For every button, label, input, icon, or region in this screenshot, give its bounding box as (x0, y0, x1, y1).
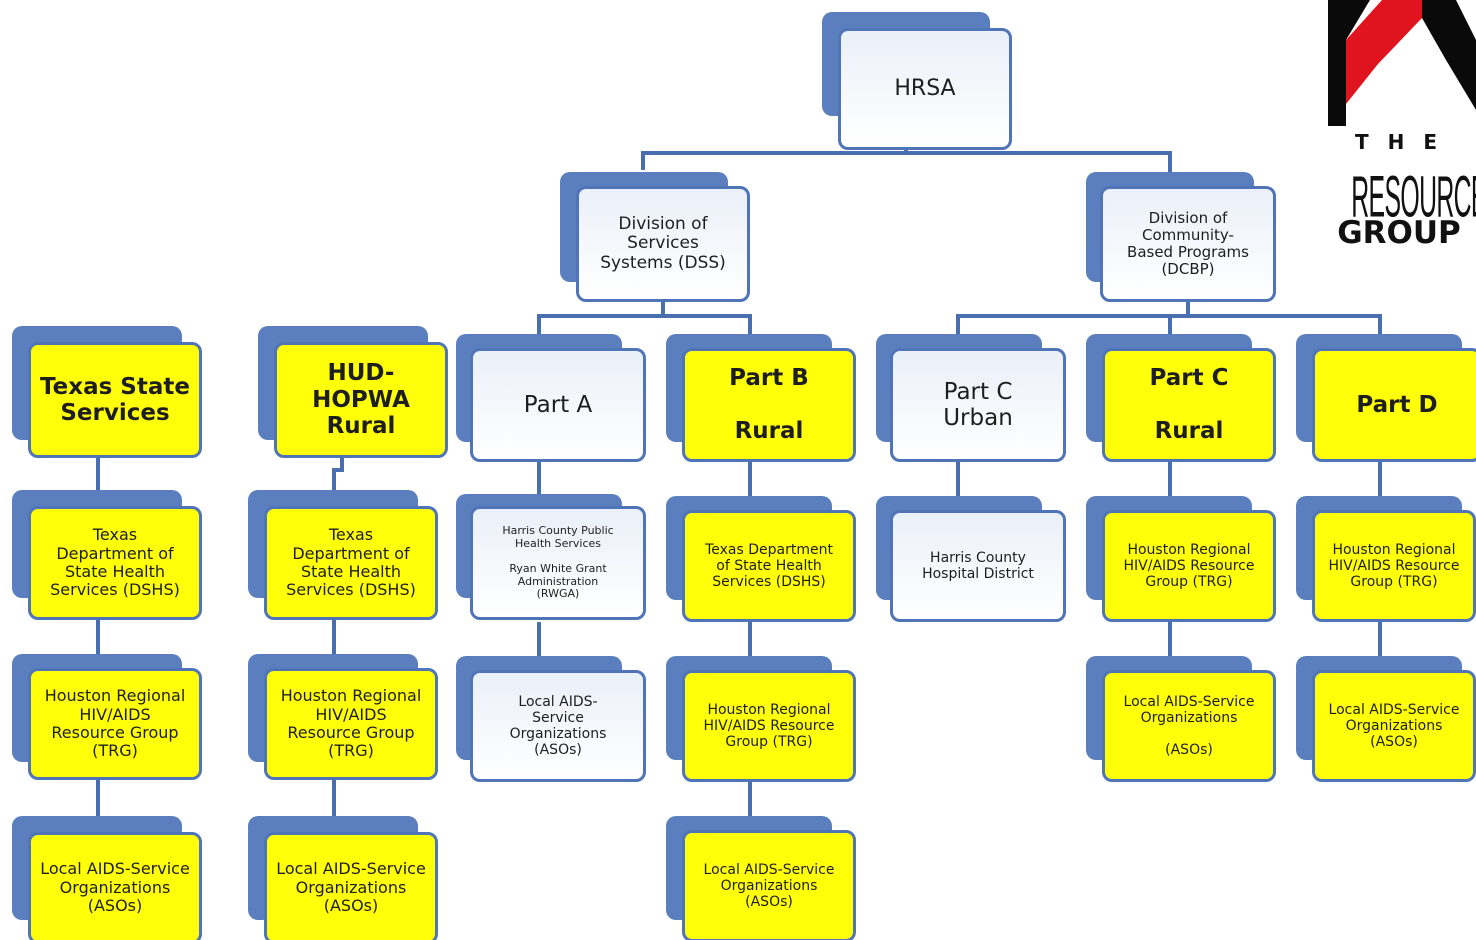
node-hud-dshs-label: Texas Department of State Health Service… (286, 525, 416, 600)
logo-group-text: GROUP (1337, 215, 1461, 251)
node-hud-asos-label: Local AIDS-Service Organizations (ASOs) (276, 859, 426, 916)
node-pb-asos-label: Local AIDS-Service Organizations (ASOs) (703, 861, 835, 911)
node-part-c-urban-label: Part C Urban (943, 378, 1013, 431)
node-pa-hcphs-label: Harris County Public Health Services Rya… (502, 524, 614, 601)
node-pd-asos-label: Local AIDS-Service Organizations (ASOs) (1328, 701, 1460, 751)
node-ts-dshs-label: Texas Department of State Health Service… (50, 525, 180, 600)
node-ts-asos-label: Local AIDS-Service Organizations (ASOs) (40, 859, 190, 916)
resource-group-logo: T H E RESOURCE GROUP (1322, 0, 1476, 252)
node-hud-hopwa-rural-label: HUD- HOPWA Rural (312, 360, 410, 440)
ribbon-icon (1328, 0, 1476, 126)
node-pb-dshs-label: Texas Department of State Health Service… (705, 541, 833, 591)
node-texas-state-services-label: Texas State Services (40, 373, 190, 426)
node-hud-trg-label: Houston Regional HIV/AIDS Resource Group… (280, 686, 422, 761)
node-part-d-label: Part D (1356, 391, 1438, 418)
node-part-a-label: Part A (523, 391, 593, 418)
node-ts-trg-label: Houston Regional HIV/AIDS Resource Group… (44, 686, 186, 761)
node-pcr-trg-label: Houston Regional HIV/AIDS Resource Group… (1123, 541, 1255, 591)
node-dcbp-label: Division of Community- Based Programs (D… (1127, 208, 1249, 279)
node-dss-label: Division of Services Systems (DSS) (600, 213, 726, 273)
node-hrsa-label: HRSA (894, 76, 956, 102)
node-pa-asos-label: Local AIDS- Service Organizations (ASOs) (509, 693, 607, 759)
node-pcu-hchd-label: Harris County Hospital District (922, 549, 1034, 582)
node-part-c-rural-label: Part C Rural (1149, 365, 1229, 445)
logo-the-text: T H E (1355, 130, 1443, 154)
node-pd-trg-label: Houston Regional HIV/AIDS Resource Group… (1328, 541, 1460, 591)
node-pcr-asos-label: Local AIDS-Service Organizations (ASOs) (1123, 693, 1255, 759)
node-part-b-rural-label: Part B Rural (729, 365, 809, 445)
node-pb-trg-label: Houston Regional HIV/AIDS Resource Group… (703, 701, 835, 751)
